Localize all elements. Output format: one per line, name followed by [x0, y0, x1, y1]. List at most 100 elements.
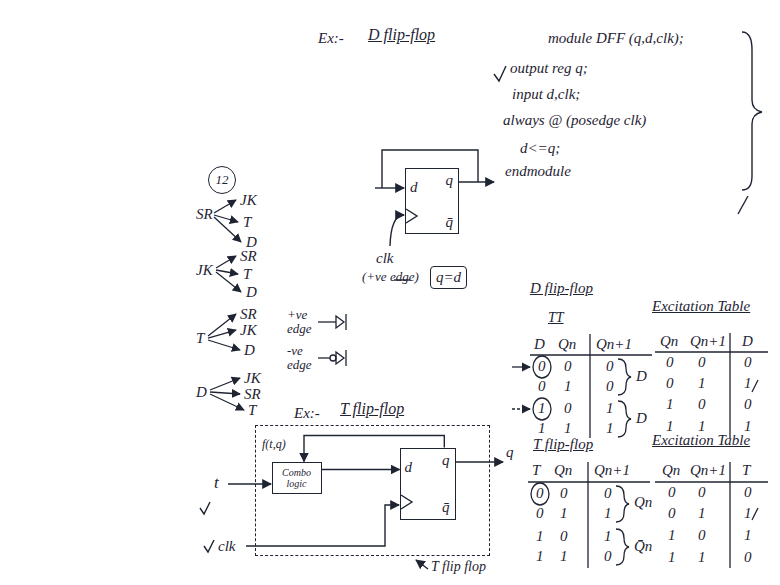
clock-triangle	[401, 495, 412, 509]
conversion-arrows-part	[210, 392, 240, 394]
table-cell: 0	[698, 484, 706, 501]
table-rules-part	[587, 462, 588, 568]
t-flip-flop-wires	[200, 462, 503, 569]
table-rules-part	[655, 351, 768, 352]
table-cell: 1	[666, 396, 674, 413]
table-cell: 0	[536, 505, 544, 522]
code-line: d<=q;	[520, 140, 560, 157]
clock-triangle	[406, 209, 417, 223]
edge-symbols-part	[318, 357, 330, 358]
table-rules-part	[530, 354, 652, 355]
flip-flop-name: T	[248, 402, 256, 419]
flip-flop-name: D	[196, 384, 207, 401]
table-cell: 0	[666, 354, 674, 371]
edge-symbols-part	[318, 321, 336, 322]
flip-flop-box: d q q̄	[405, 168, 459, 234]
signal-name: f(t,q)	[262, 438, 286, 451]
t-flip-flop-wires-part	[204, 540, 214, 552]
table-rules-part	[618, 359, 631, 395]
code-line: input d,clk;	[512, 86, 580, 103]
table-cell: 0	[744, 549, 752, 566]
table-cell: 1	[560, 505, 568, 522]
boundary-label: T flip flop	[431, 559, 486, 574]
table-cell: 0	[744, 484, 752, 501]
pin-label: q̄	[446, 214, 454, 231]
table-header: Qn	[558, 336, 576, 353]
t-flip-flop-boundary: T flip flopCombo logicdqq̄	[255, 425, 490, 556]
table-cell: 1	[606, 400, 614, 417]
table-cell: 1	[564, 378, 572, 395]
d-flip-flop-wires-part	[390, 215, 404, 246]
table-cell: 1	[698, 549, 706, 566]
table-cell: 1	[560, 548, 568, 565]
table-rules-part	[528, 481, 650, 482]
signal-name: clk	[376, 250, 393, 267]
table-rules-part	[531, 483, 549, 505]
table-cell: 1	[538, 400, 546, 417]
conversion-arrows-part	[210, 394, 244, 410]
table-title: Excitation Table	[652, 432, 750, 449]
table-header: Qn	[662, 462, 680, 479]
table-cell: 0	[668, 505, 676, 522]
flip-flop-name: JK	[244, 370, 261, 387]
code-line: output reg q;	[510, 60, 588, 77]
table-cell: 0	[744, 396, 752, 413]
table-cell: 1	[536, 528, 544, 545]
code-line: always @ (posedge clk)	[503, 112, 646, 129]
conversion-arrows-part	[208, 330, 236, 338]
pin-label: d	[405, 459, 413, 476]
table-cell: 0	[538, 378, 546, 395]
code-brace-part	[494, 66, 506, 81]
table-header: T	[742, 462, 750, 479]
table-cell: 1	[604, 528, 612, 545]
flip-flop-name: SR	[240, 248, 257, 265]
edge-symbols-part	[345, 314, 346, 330]
clock-symbol	[401, 494, 415, 512]
heading: D flip-flop	[368, 26, 435, 44]
conversion-arrows-part	[216, 272, 241, 292]
signal-name: t	[214, 474, 219, 493]
table-cell: 0	[606, 358, 614, 375]
table-note: D	[636, 368, 647, 385]
edge-note: +ve edge	[287, 308, 321, 337]
d-flip-flop-wires	[375, 150, 494, 280]
conversion-arrows-part	[216, 256, 236, 268]
edge-symbols	[318, 314, 346, 366]
signal-name: clk	[218, 538, 235, 555]
table-cell: 1	[536, 548, 544, 565]
table-cell: 0	[560, 528, 568, 545]
conversion-arrows-part	[216, 270, 238, 274]
table-cell: 1	[668, 527, 676, 544]
flip-flop-name: JK	[240, 322, 257, 339]
table-cell: 0	[604, 485, 612, 502]
code-brace-part	[738, 196, 748, 214]
table-cell: 1	[698, 505, 706, 522]
table-rules-part	[616, 529, 629, 565]
t-flip-flop-wires-part	[228, 483, 271, 484]
flip-flop-name: JK	[240, 192, 257, 209]
table-cell: 0	[606, 378, 614, 395]
table-cell: 0	[698, 396, 706, 413]
table-cell: 0	[698, 354, 706, 371]
table-cell: 1	[564, 420, 572, 437]
table-rules-part	[752, 508, 758, 520]
table-cell: 0	[538, 358, 546, 375]
table-rules-part	[533, 356, 551, 378]
d-flip-flop-wires-part	[459, 181, 494, 182]
pin-label: q	[446, 172, 454, 189]
pin-label: q̄	[442, 499, 450, 516]
table-header: Qn+1	[594, 462, 630, 479]
table-cell: 0	[698, 527, 706, 544]
heading: T flip-flop	[340, 400, 404, 418]
heading: Ex:-	[318, 30, 344, 47]
table-rules-part	[729, 462, 730, 568]
connector	[304, 436, 444, 462]
pin-label: d	[410, 179, 418, 196]
table-cell: 1	[604, 505, 612, 522]
edge-symbols-part	[345, 350, 346, 366]
table-header: D	[742, 333, 753, 350]
code-brace	[494, 32, 762, 214]
conversion-arrows-part	[214, 217, 241, 242]
